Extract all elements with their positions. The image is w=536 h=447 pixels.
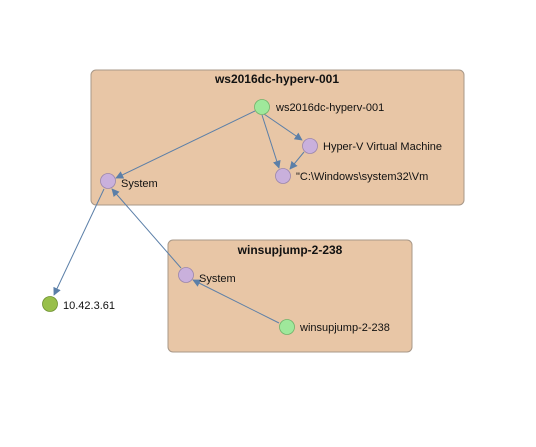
group-title: winsupjump-2-238 [237,243,343,257]
node-system-hyperv[interactable]: System [100,173,158,191]
group-ws2016dc-hyperv-001[interactable]: ws2016dc-hyperv-001 [90,69,465,206]
edge-hyperv-host-to-hyperv-vm [263,113,303,141]
group-box [90,69,465,206]
process-node-icon [302,138,318,154]
edge-hyperv-host-to-vm-process [261,114,281,169]
node-hyper-v-virtual-machine[interactable]: Hyper-V Virtual Machine [302,138,443,154]
node-external-ip[interactable]: 10.42.3.61 [42,296,116,313]
group-title: ws2016dc-hyperv-001 [214,72,339,86]
edge-hyperv-host-to-system [115,110,256,179]
edge-system-to-external-ip [53,188,105,296]
node-system-jump[interactable]: System [178,267,236,286]
edge-jump-host-to-jump-system [192,279,280,324]
group-box [167,239,413,353]
node-label: "C:\Windows\system32\Vm [296,171,428,183]
process-node-icon [275,168,291,184]
node-vm-process[interactable]: "C:\Windows\system32\Vm [275,168,429,184]
node-label: System [199,273,236,285]
node-label: Hyper-V Virtual Machine [323,141,442,153]
process-node-icon [100,173,116,189]
group-winsupjump-2-238[interactable]: winsupjump-2-238 [167,239,413,353]
edges [53,110,305,324]
edge-hyperv-vm-to-vm-process [289,151,305,170]
node-label: 10.42.3.61 [63,300,115,312]
edge-jump-system-to-hyperv-system [111,188,182,269]
external-node-icon [42,296,58,312]
node-ws2016dc-hyperv-001[interactable]: ws2016dc-hyperv-001 [254,99,385,115]
host-node-icon [279,319,295,335]
process-node-icon [178,267,194,283]
node-winsupjump-2-238[interactable]: winsupjump-2-238 [279,319,390,335]
node-label: ws2016dc-hyperv-001 [275,102,384,114]
node-label: winsupjump-2-238 [299,322,390,334]
node-label: System [121,178,158,190]
host-node-icon [254,99,270,115]
